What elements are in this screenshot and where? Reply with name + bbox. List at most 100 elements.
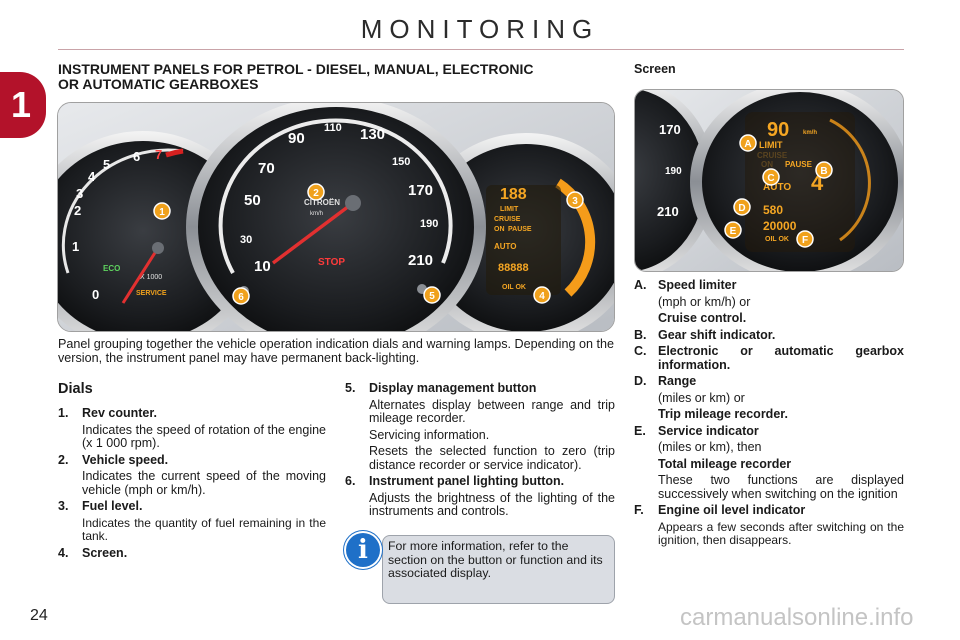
dial-item-4: 4.Screen.: [58, 545, 128, 560]
screen-item-E: E.Service indicator (miles or km), then …: [634, 423, 904, 501]
screen-item-B: B.Gear shift indicator.: [634, 327, 776, 342]
speed-tick: 90: [288, 130, 305, 147]
page-number: 24: [30, 607, 48, 624]
watermark: carmanualsonline.info: [680, 604, 914, 631]
callout-6: 6: [238, 292, 244, 303]
rev-tick: 5: [103, 157, 110, 172]
screen-display-unit: km/h: [803, 130, 817, 136]
callout-B: B: [820, 166, 827, 177]
screen-item-title: Gear shift indicator.: [658, 327, 776, 342]
screen-item-sub: Trip mileage recorder.: [658, 407, 788, 421]
speed-tick: 150: [392, 156, 410, 168]
dial-item-desc: Alternates display between range and tri…: [369, 397, 615, 425]
rev-tick: 6: [133, 149, 140, 164]
screen-display-oil: OIL OK: [765, 236, 789, 243]
rev-tick: 4: [88, 169, 96, 184]
service-label: SERVICE: [136, 290, 167, 297]
dials-heading: Dials: [58, 381, 93, 397]
rpm-scale-label: X 1000: [140, 274, 162, 281]
brand-label: CITROËN: [304, 198, 340, 207]
screen-speed-tick: 190: [665, 166, 682, 177]
display-oil: OIL OK: [502, 284, 526, 291]
screen-item-sub: Cruise control.: [658, 311, 747, 325]
callout-5: 5: [429, 291, 435, 302]
screen-speed-tick: 170: [659, 122, 681, 137]
display-cruise: CRUISE: [494, 216, 521, 223]
info-text: For more information, refer to the secti…: [388, 539, 603, 580]
chapter-tab: 1: [0, 72, 46, 138]
speed-tick: 30: [240, 234, 252, 246]
info-box: [382, 535, 615, 604]
screen-display-auto: AUTO: [763, 182, 791, 193]
dial-item-title: Instrument panel lighting button.: [369, 474, 565, 488]
display-limit: LIMIT: [500, 206, 519, 213]
rev-tick: 3: [76, 186, 83, 201]
dial-item-title: Screen.: [82, 545, 128, 560]
speed-tick: 70: [258, 160, 275, 177]
screen-image: 170 190 210 90 km/h LIMIT CRUISE ON PAUS…: [634, 89, 904, 272]
screen-display-limit: LIMIT: [759, 140, 783, 150]
dial-item-desc: Servicing information.: [369, 427, 490, 442]
section-heading: INSTRUMENT PANELS FOR PETROL - DIESEL, M…: [58, 61, 534, 92]
screen-item-sub: (miles or km), then: [658, 440, 762, 454]
screen-items-list: A.Speed limiter (mph or km/h) or Cruise …: [634, 278, 904, 551]
speed-tick: 130: [360, 126, 385, 143]
screen-item-title: Engine oil level indicator: [658, 503, 806, 517]
display-pause: PAUSE: [508, 226, 532, 233]
screen-item-F: F.Engine oil level indicator Appears a f…: [634, 503, 904, 547]
callout-E: E: [730, 226, 737, 237]
display-odometer: 88888: [498, 262, 529, 274]
dials-list: 1.Rev counter. Indicates the speed of ro…: [58, 406, 326, 563]
eco-label: ECO: [103, 264, 120, 273]
dial-item-title: Display management button: [369, 381, 537, 395]
speed-tick: 190: [420, 218, 438, 230]
dial-item-title: Fuel level.: [82, 499, 143, 513]
dial-item-6: 6.Instrument panel lighting button. Adju…: [345, 474, 615, 518]
screen-item-title: Speed limiter: [658, 278, 737, 292]
callout-2: 2: [313, 188, 319, 199]
instrument-panel-illustration: 0 1 2 3 4 5 6 7 ECO X 1000 SERVICE 188 L…: [58, 103, 614, 331]
screen-illustration: 170 190 210 90 km/h LIMIT CRUISE ON PAUS…: [635, 90, 903, 271]
screen-display-odometer: 20000: [763, 219, 797, 233]
screen-item-A: A.Speed limiter (mph or km/h) or Cruise …: [634, 278, 904, 326]
screen-item-title: Service indicator: [658, 423, 759, 438]
dial-item-1: 1.Rev counter. Indicates the speed of ro…: [58, 406, 326, 450]
display-auto: AUTO: [494, 242, 517, 251]
screen-item-D: D.Range (miles or km) or Trip mileage re…: [634, 374, 904, 422]
speed-needle: [271, 201, 355, 265]
screen-display-cruise: CRUISE: [757, 151, 788, 160]
screen-item-sub: These two functions are displayed succes…: [658, 473, 904, 501]
speed-tick: 170: [408, 182, 433, 199]
rev-tick: 1: [72, 239, 79, 254]
callout-A: A: [744, 139, 751, 150]
dial-item-title: Vehicle speed.: [82, 452, 169, 467]
screen-item-C: C.Electronic or automatic gearbox inform…: [634, 344, 904, 372]
unit-label: km/h: [310, 211, 323, 217]
rev-tick: 2: [74, 203, 81, 218]
callout-3: 3: [572, 196, 578, 207]
title-divider: [58, 49, 904, 50]
rev-tick: 7: [155, 147, 162, 162]
screen-display-pause: PAUSE: [785, 160, 813, 169]
stop-label: STOP: [318, 257, 345, 268]
info-icon: i: [346, 533, 380, 567]
dial-item-2: 2.Vehicle speed. Indicates the current s…: [58, 452, 326, 497]
rev-needle: [121, 247, 160, 304]
speed-tick: 50: [244, 192, 261, 209]
instrument-panel-image: 0 1 2 3 4 5 6 7 ECO X 1000 SERVICE 188 L…: [57, 102, 615, 332]
screen-speed-tick: 210: [657, 204, 679, 219]
screen-display-on: ON: [761, 160, 773, 169]
dial-item-desc: Indicates the quantity of fuel remaining…: [82, 515, 326, 543]
screen-item-title: Range: [658, 374, 697, 388]
dial-item-desc: Indicates the current speed of the movin…: [82, 469, 326, 497]
display-on: ON: [494, 226, 505, 233]
speed-tick: 210: [408, 252, 433, 269]
screen-item-sub: Appears a few seconds after switching on…: [658, 519, 904, 547]
screen-item-sub: Total mileage recorder: [658, 456, 792, 471]
dial-item-desc: Adjusts the brightness of the lighting o…: [369, 490, 615, 518]
dial-item-desc: Indicates the speed of rotation of the e…: [82, 422, 326, 450]
page-title: MONITORING: [360, 14, 600, 44]
rev-tick: 0: [92, 287, 99, 302]
display-speed: 188: [500, 186, 527, 203]
dial-item-title: Rev counter.: [82, 406, 158, 420]
